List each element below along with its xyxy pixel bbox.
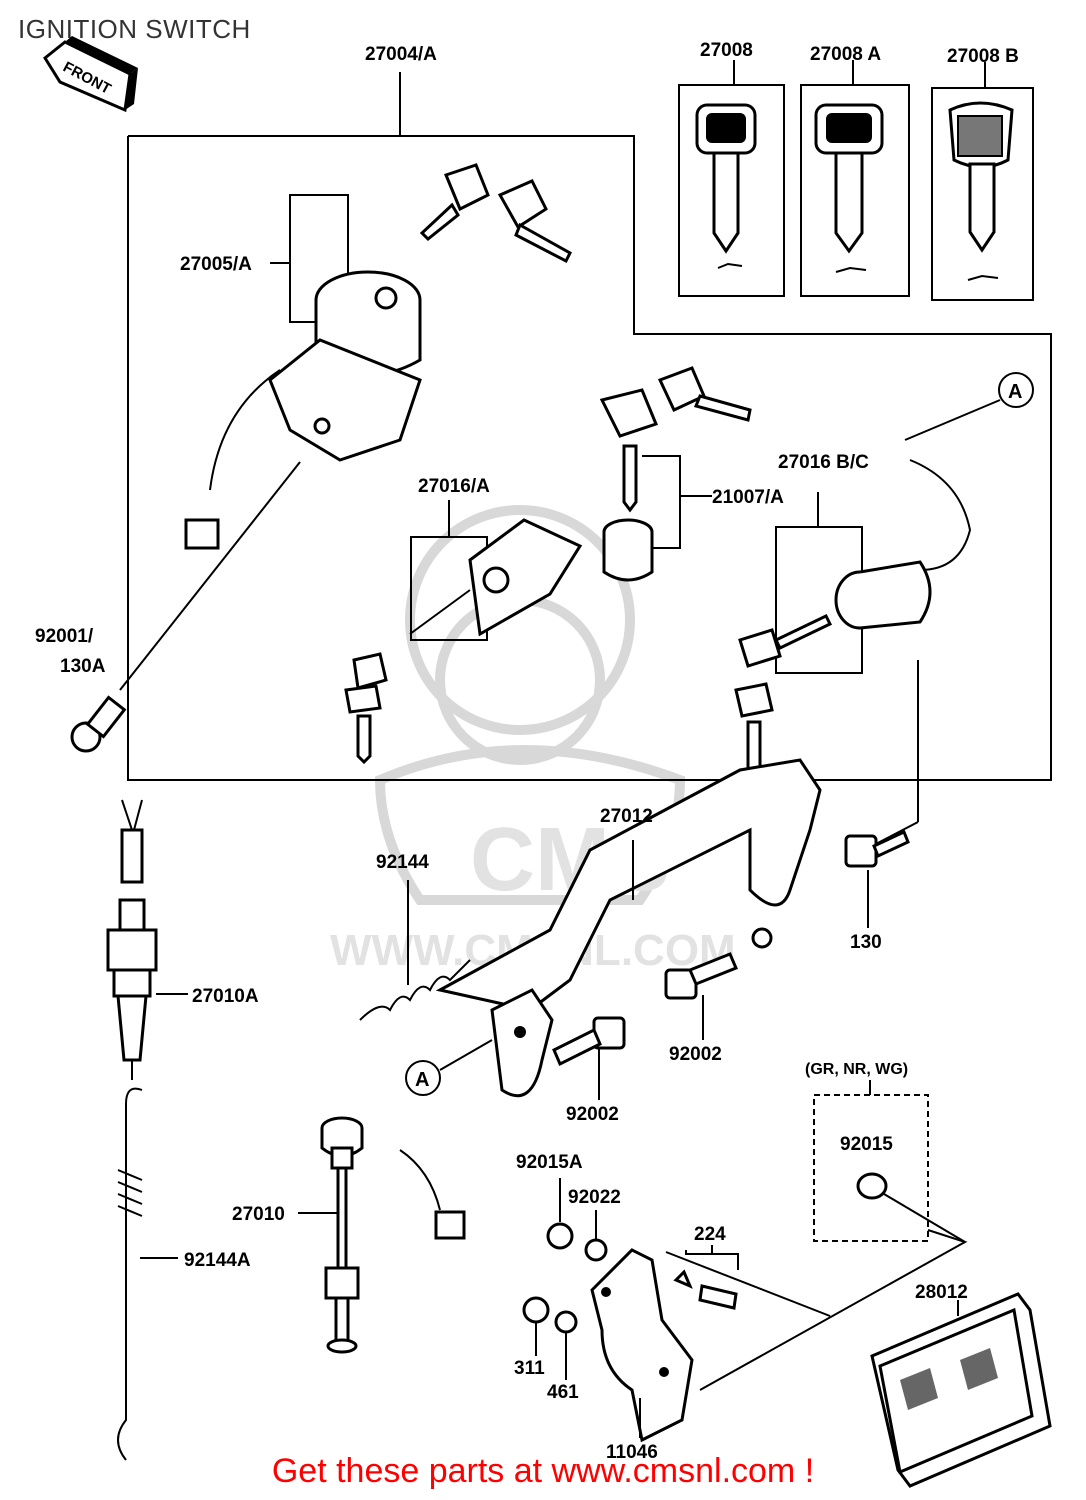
bolt-224 bbox=[673, 1245, 739, 1310]
reflector-28012 bbox=[870, 1292, 1052, 1488]
seat-lock-27016a bbox=[344, 500, 583, 765]
label-27008: 27008 bbox=[700, 40, 753, 61]
spring-wire-92144a bbox=[117, 1087, 178, 1461]
label-311: 311 bbox=[514, 1358, 545, 1379]
key-box-27008b bbox=[931, 62, 1034, 301]
washer-92022 bbox=[584, 1210, 608, 1262]
footer-link[interactable]: Get these parts at www.cmsnl.com ! bbox=[271, 1452, 815, 1490]
ignition-switch-body bbox=[184, 270, 422, 550]
callout-a-top: A bbox=[998, 372, 1034, 408]
svg-text:A: A bbox=[1008, 381, 1022, 403]
label-92015a: 92015A bbox=[516, 1152, 583, 1173]
label-92001: 92001/ bbox=[35, 626, 94, 647]
label-27005a: 27005/A bbox=[180, 254, 252, 275]
label-21007a: 21007/A bbox=[712, 487, 784, 508]
main-assembly-outline bbox=[127, 72, 1052, 781]
label-27016bc: 27016 B/C bbox=[778, 452, 869, 473]
label-92144: 92144 bbox=[376, 852, 429, 873]
label-gr-nr-wg: (GR, NR, WG) bbox=[805, 1061, 908, 1078]
label-27008b: 27008 B bbox=[947, 46, 1019, 67]
spring-92144 bbox=[359, 880, 471, 1021]
label-130: 130 bbox=[850, 932, 882, 953]
label-92144a: 92144A bbox=[184, 1250, 251, 1271]
svg-text:A: A bbox=[415, 1069, 429, 1091]
label-27012: 27012 bbox=[600, 806, 653, 827]
label-224: 224 bbox=[694, 1224, 726, 1245]
group-box-gr-nr-wg bbox=[813, 1080, 966, 1243]
nut-92015a bbox=[546, 1178, 574, 1250]
bolt-130 bbox=[844, 660, 919, 928]
label-92002-left: 92002 bbox=[566, 1104, 619, 1125]
label-27004a: 27004/A bbox=[365, 44, 437, 65]
label-27010a: 27010A bbox=[192, 986, 259, 1007]
callout-a-bottom: A bbox=[405, 1039, 493, 1096]
label-130a: 130A bbox=[60, 656, 106, 677]
key-lock-21007a bbox=[599, 366, 752, 582]
label-28012: 28012 bbox=[915, 1282, 968, 1303]
screw-92001 bbox=[70, 461, 301, 753]
washer-461 bbox=[554, 1310, 578, 1380]
bolt-92002-right bbox=[664, 952, 738, 1040]
bolt-92002-left bbox=[552, 1016, 626, 1100]
page-title: IGNITION SWITCH bbox=[18, 14, 251, 44]
nut-311 bbox=[522, 1296, 550, 1356]
label-27016a: 27016/A bbox=[418, 476, 490, 497]
switch-27010 bbox=[298, 1116, 466, 1354]
label-92015: 92015 bbox=[840, 1134, 893, 1155]
label-27010: 27010 bbox=[232, 1204, 285, 1225]
key-box-27008a bbox=[800, 60, 910, 297]
rod-27012 bbox=[435, 758, 822, 1098]
key-box-27008 bbox=[678, 60, 785, 297]
label-92002-right: 92002 bbox=[669, 1044, 722, 1065]
label-92022: 92022 bbox=[568, 1187, 621, 1208]
label-461: 461 bbox=[547, 1382, 579, 1403]
brake-switch-27010a bbox=[106, 799, 188, 1080]
label-27008a: 27008 A bbox=[810, 44, 881, 65]
front-arrow-icon: FRONT bbox=[43, 36, 138, 113]
label-11046: 11046 bbox=[606, 1442, 658, 1463]
helmet-lock-27016bc bbox=[734, 399, 1001, 777]
ignition-keys-27005a bbox=[270, 163, 572, 323]
